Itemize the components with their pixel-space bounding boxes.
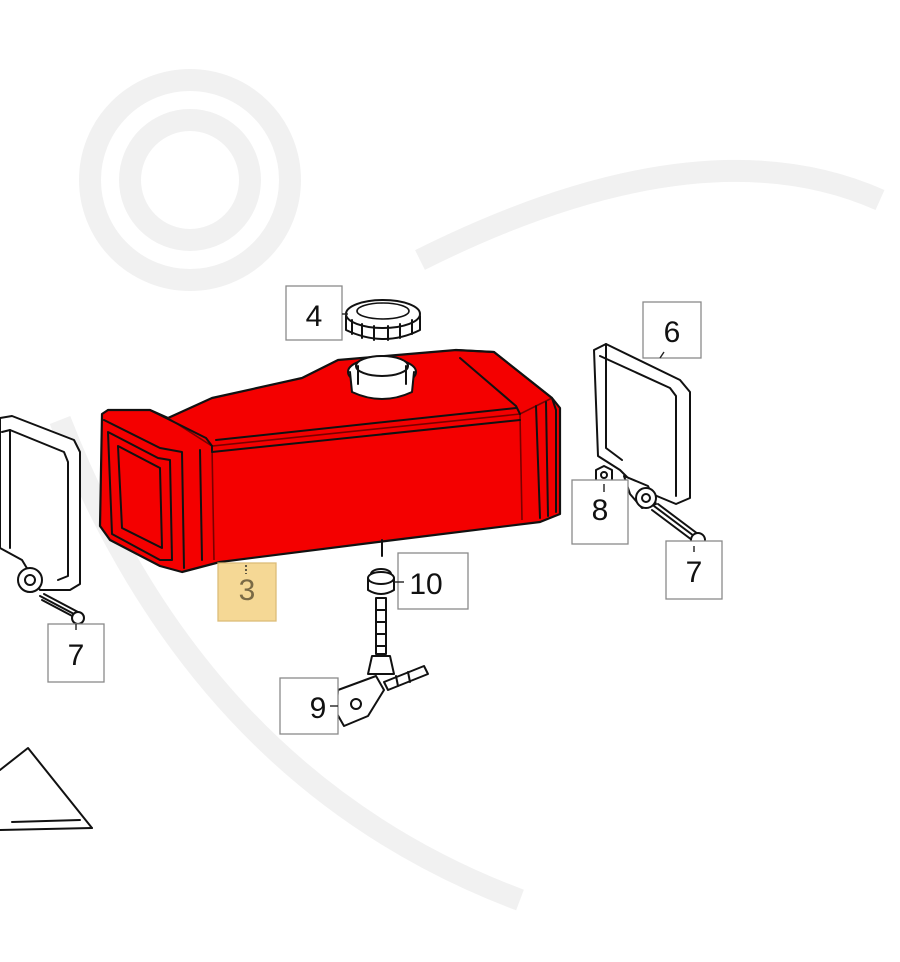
callout-8[interactable]: 8 [571,479,629,545]
fuel-tank-part [98,348,562,574]
callout-label: 7 [68,639,85,672]
grommet-part [367,568,395,595]
callout-3[interactable]: 3 [217,562,277,622]
callout-label: 9 [310,692,327,725]
callout-label: 8 [592,494,609,527]
callout-label: 10 [409,568,442,601]
right-bolt-part [651,503,706,548]
fuel-tap-part [335,597,429,727]
callout-label: 3 [239,574,256,607]
callout-label: 4 [306,300,323,333]
callout-7-left[interactable]: 7 [47,623,105,683]
callout-9[interactable]: 9 [279,677,339,735]
callout-4[interactable]: 4 [285,285,348,341]
callout-label: 6 [664,316,681,349]
right-bracket-part [593,343,691,509]
callout-7-right[interactable]: 7 [665,540,723,600]
callout-6[interactable]: 6 [642,301,702,359]
callout-10[interactable]: 10 [394,552,469,610]
left-bolt-part [39,593,85,625]
callout-label: 7 [686,556,703,589]
left-bracket-part [0,415,81,593]
watermark-gear-icon [49,69,885,911]
lower-left-panel-part [0,747,93,831]
filler-cap-part [345,299,421,341]
